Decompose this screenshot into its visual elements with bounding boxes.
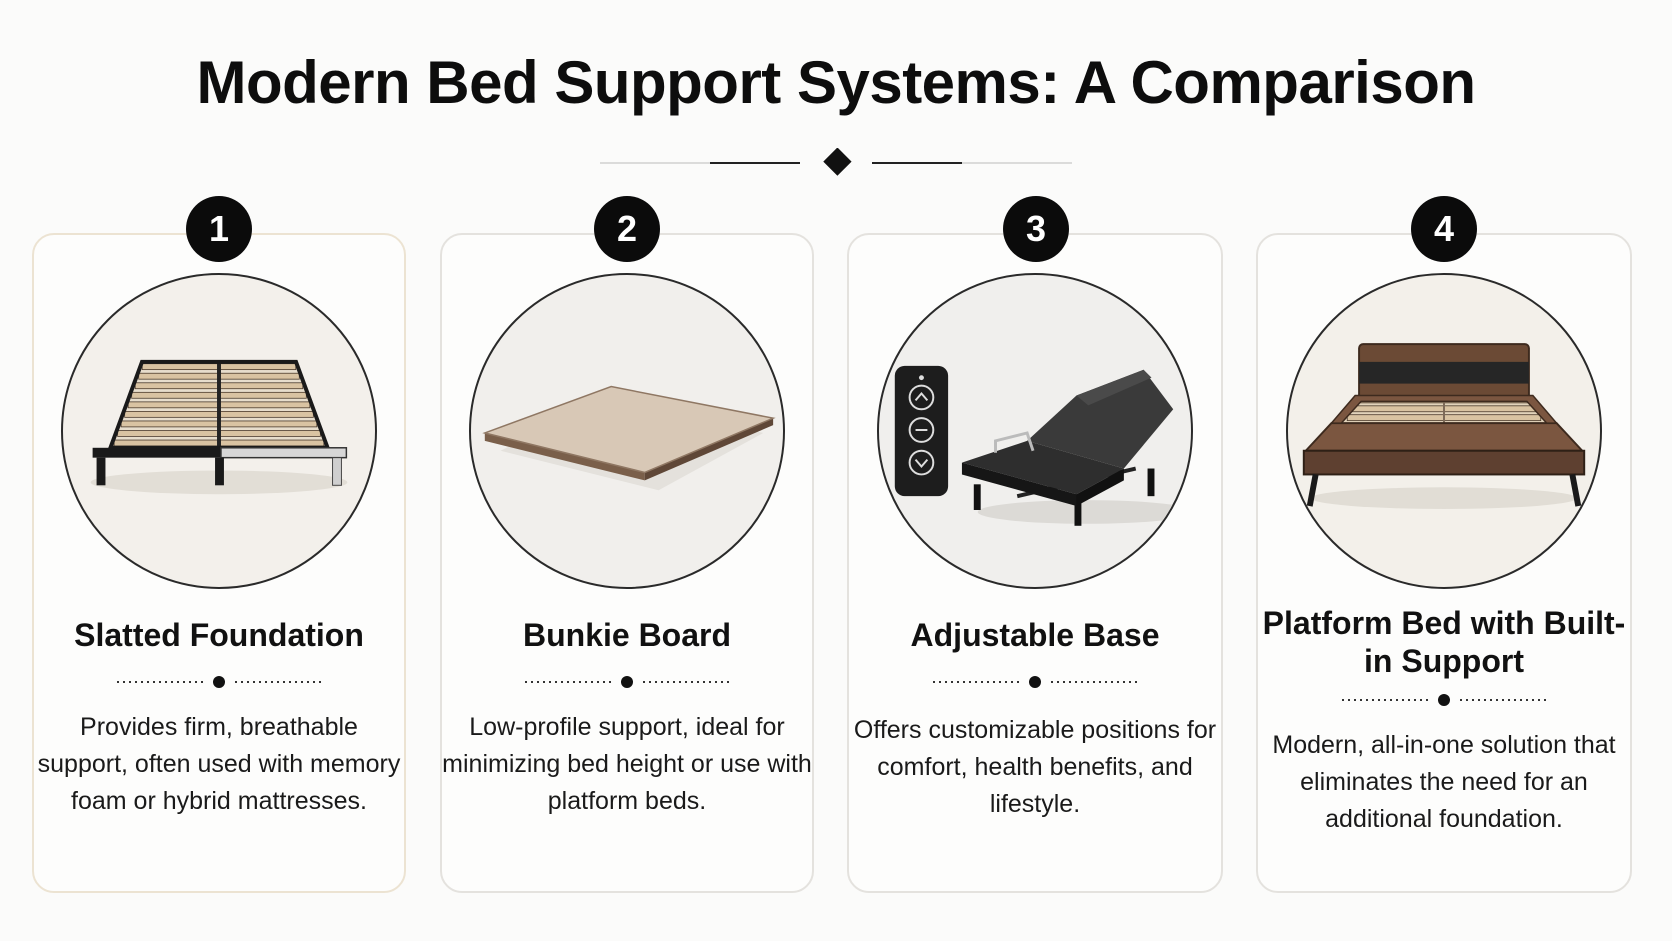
number-badge: 2 (594, 196, 660, 262)
page-title: Modern Bed Support Systems: A Comparison (196, 49, 1476, 116)
number-badge: 4 (1411, 196, 1477, 262)
card-title: Bunkie Board (522, 617, 732, 653)
diamond-icon (823, 148, 852, 176)
card-description: Offers customizable positions for comfor… (853, 716, 1217, 818)
platform-bed-illustration (1286, 273, 1602, 589)
title-divider (600, 148, 1072, 176)
card-title: Slatted Foundation (74, 617, 364, 653)
number-badge: 1 (186, 196, 252, 262)
number-badge: 3 (1003, 196, 1069, 262)
card-title: Adjustable Base (910, 617, 1160, 653)
slatted-frame-illustration (61, 273, 377, 589)
card-description: Modern, all-in-one solution that elimina… (1272, 731, 1616, 833)
dotted-separator (525, 676, 729, 688)
dotted-separator (1342, 694, 1546, 706)
bunkie-board-illustration (469, 273, 785, 589)
card-description: Low-profile support, ideal for minimizin… (442, 713, 812, 815)
dotted-separator (933, 676, 1137, 688)
dotted-separator (117, 676, 321, 688)
card-title: Platform Bed with Built-in Support (1262, 605, 1626, 679)
adjustable-base-illustration (877, 273, 1193, 589)
card-description: Provides firm, breathable support, often… (37, 713, 401, 815)
